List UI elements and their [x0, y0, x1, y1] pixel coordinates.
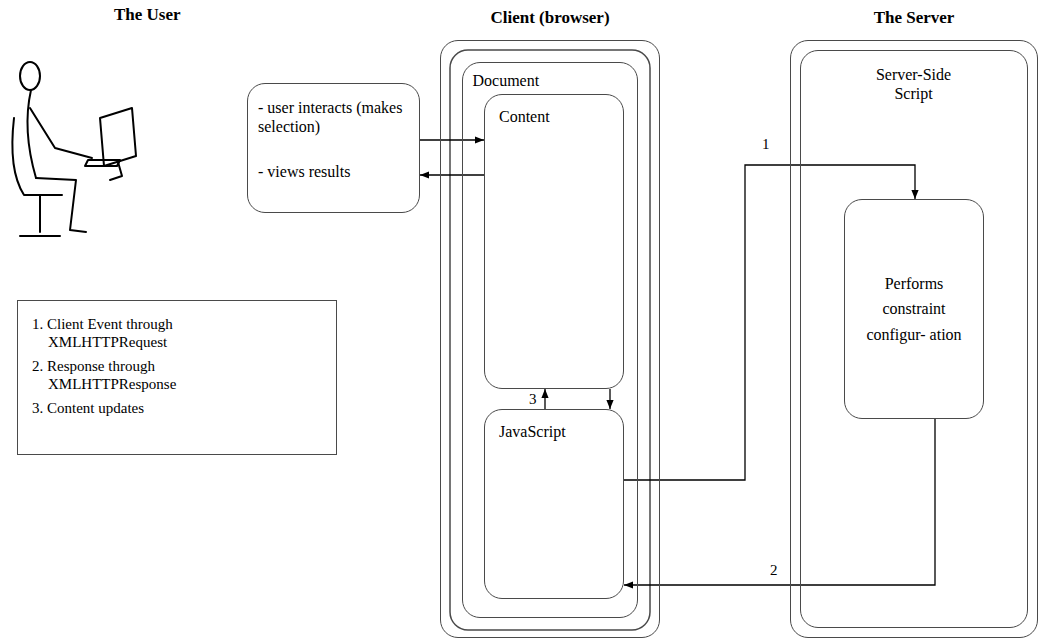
flow-arrow	[624, 419, 935, 585]
flow-arrow	[609, 389, 610, 409]
user-figure	[12, 62, 136, 236]
legend-entry: 1. Client Event through XMLHTTPRequest	[32, 315, 258, 351]
chair-seat	[12, 118, 62, 195]
column-heading: The User	[112, 6, 183, 25]
box-label: - views results	[258, 162, 409, 181]
content-box: Content	[484, 94, 624, 389]
callout-number: 3	[527, 391, 539, 408]
server-box: Performs constraint configur- ation Serve…	[790, 40, 1038, 638]
box-label: JavaScript	[499, 422, 609, 441]
process-box: Performs constraint configur- ation	[844, 199, 984, 419]
client-box: ContentJavaScriptDocumentClient (browser…	[440, 40, 660, 638]
legend-box: 1. Client Event through XMLHTTPRequest 2.…	[17, 300, 337, 455]
figure-back	[27, 90, 36, 178]
column-heading: The Server	[791, 8, 1037, 28]
script-box: Performs constraint configur- ation Serve…	[800, 50, 1028, 628]
callout-number: 1	[760, 136, 772, 153]
callout-number: 2	[768, 562, 780, 579]
box-label: - user interacts (makes selection)	[258, 98, 409, 136]
monitor-stand	[110, 162, 122, 180]
legend-entry: 2. Response through XMLHTTPResponse	[32, 357, 258, 393]
box-label: Content	[499, 107, 609, 126]
flow-arrow	[624, 165, 915, 480]
box-label: Server-Side Script	[859, 65, 969, 103]
document-box: ContentJavaScript Document	[462, 62, 638, 618]
flow-arrow	[420, 139, 484, 140]
chair-base	[20, 195, 60, 236]
browser-frame-outline	[450, 50, 650, 630]
figure-leg	[36, 178, 86, 232]
figure-head	[20, 62, 40, 90]
column-heading: Client (browser)	[441, 8, 659, 28]
flow-arrow	[420, 174, 484, 175]
figure-arm	[30, 108, 92, 158]
monitor	[100, 108, 136, 166]
user-box: - user interacts (makes selection) - view…	[247, 83, 420, 213]
flow-arrow	[544, 389, 545, 409]
box-label: Performs constraint configur- ation	[864, 271, 964, 348]
box-label: Document	[473, 71, 627, 90]
javascript-box: JavaScript	[484, 409, 624, 599]
legend-entry: 3. Content updates	[32, 399, 258, 417]
